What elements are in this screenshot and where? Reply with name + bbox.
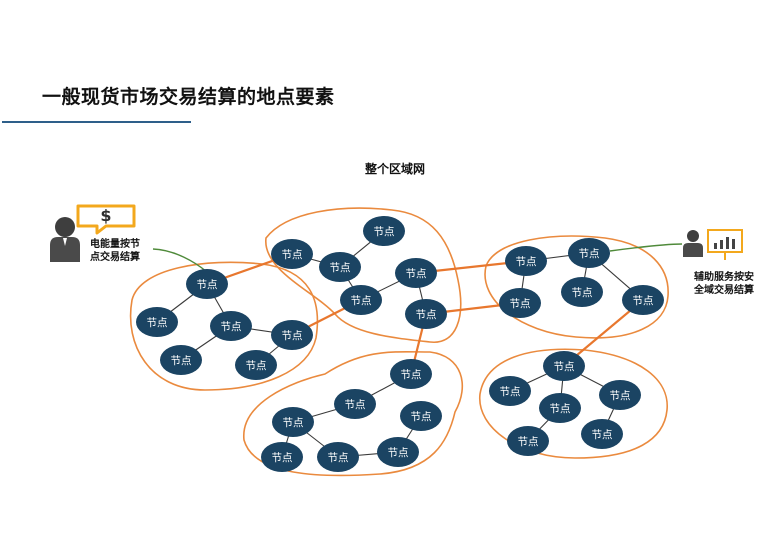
node-label: 节点 bbox=[374, 226, 395, 238]
node-r2-5: 节点 bbox=[405, 299, 447, 329]
node-r5-4: 节点 bbox=[507, 426, 549, 456]
node-r2-2: 节点 bbox=[319, 252, 361, 282]
node-label: 节点 bbox=[246, 360, 267, 372]
svg-text:$: $ bbox=[100, 206, 111, 225]
node-r1-4: 节点 bbox=[160, 345, 202, 375]
node-label: 节点 bbox=[411, 411, 432, 423]
node-label: 节点 bbox=[406, 268, 427, 280]
node-label: 节点 bbox=[579, 248, 600, 260]
node-r1-5: 节点 bbox=[235, 350, 277, 380]
title-underline bbox=[2, 121, 191, 123]
node-label: 节点 bbox=[572, 287, 593, 299]
node-r3-1: 节点 bbox=[568, 238, 610, 268]
right-actor-label-2: 全域交易结算 bbox=[693, 283, 754, 296]
node-label: 节点 bbox=[510, 298, 531, 310]
person-presentation-icon bbox=[683, 229, 743, 260]
node-label: 节点 bbox=[633, 295, 654, 307]
region-outline-r4 bbox=[243, 350, 464, 477]
node-r1-0: 节点 bbox=[186, 269, 228, 299]
node-label: 节点 bbox=[197, 279, 218, 291]
right-actor-link bbox=[609, 243, 683, 252]
node-label: 节点 bbox=[328, 452, 349, 464]
node-r3-0: 节点 bbox=[505, 246, 547, 276]
region-outline-r2 bbox=[265, 207, 462, 343]
diagram-caption: 整个区域网 bbox=[364, 161, 425, 176]
node-r3-2: 节点 bbox=[561, 277, 603, 307]
right-actor-label-1: 辅助服务按安 bbox=[694, 270, 754, 283]
node-r2-3: 节点 bbox=[395, 258, 437, 288]
node-label: 节点 bbox=[516, 256, 537, 268]
node-r5-5: 节点 bbox=[581, 419, 623, 449]
node-label: 节点 bbox=[171, 355, 192, 367]
node-r4-3: 节点 bbox=[400, 401, 442, 431]
node-r1-2: 节点 bbox=[210, 311, 252, 341]
node-r5-0: 节点 bbox=[543, 351, 585, 381]
left-actor-link bbox=[152, 248, 208, 273]
node-label: 节点 bbox=[518, 436, 539, 448]
region-outline-r3 bbox=[484, 235, 669, 339]
node-label: 节点 bbox=[401, 369, 422, 381]
region-outline-r1 bbox=[129, 261, 319, 391]
node-label: 节点 bbox=[550, 403, 571, 415]
node-label: 节点 bbox=[592, 429, 613, 441]
node-label: 节点 bbox=[330, 262, 351, 274]
left-actor-label-1: 电能量按节 bbox=[90, 237, 140, 250]
node-r4-6: 节点 bbox=[377, 437, 419, 467]
node-r5-2: 节点 bbox=[539, 393, 581, 423]
person-money-icon: $ bbox=[50, 204, 136, 262]
node-label: 节点 bbox=[554, 361, 575, 373]
node-r5-3: 节点 bbox=[599, 380, 641, 410]
node-r1-3: 节点 bbox=[271, 320, 313, 350]
node-r4-5: 节点 bbox=[317, 442, 359, 472]
node-label: 节点 bbox=[221, 321, 242, 333]
node-r2-0: 节点 bbox=[363, 216, 405, 246]
node-r3-3: 节点 bbox=[622, 285, 664, 315]
node-label: 节点 bbox=[282, 249, 303, 261]
node-label: 节点 bbox=[147, 317, 168, 329]
node-r2-1: 节点 bbox=[271, 239, 313, 269]
node-label: 节点 bbox=[351, 295, 372, 307]
node-r4-2: 节点 bbox=[272, 407, 314, 437]
node-label: 节点 bbox=[500, 386, 521, 398]
node-label: 节点 bbox=[416, 309, 437, 321]
regions-layer bbox=[129, 207, 669, 477]
node-r4-0: 节点 bbox=[390, 359, 432, 389]
node-r4-1: 节点 bbox=[334, 389, 376, 419]
node-label: 节点 bbox=[272, 452, 293, 464]
node-label: 节点 bbox=[283, 417, 304, 429]
node-r3-4: 节点 bbox=[499, 288, 541, 318]
right-actor: 辅助服务按安 全域交易结算 bbox=[683, 229, 754, 296]
node-label: 节点 bbox=[282, 330, 303, 342]
node-label: 节点 bbox=[388, 447, 409, 459]
node-r4-4: 节点 bbox=[261, 442, 303, 472]
left-actor: $ 电能量按节 点交易结算 bbox=[50, 204, 140, 263]
page-title: 一般现货市场交易结算的地点要素 bbox=[42, 86, 335, 108]
left-actor-label-2: 点交易结算 bbox=[90, 250, 140, 263]
nodes-layer: 节点节点节点节点节点节点节点节点节点节点节点节点节点节点节点节点节点节点节点节点… bbox=[136, 216, 664, 472]
node-label: 节点 bbox=[610, 390, 631, 402]
node-r1-1: 节点 bbox=[136, 307, 178, 337]
node-r2-4: 节点 bbox=[340, 285, 382, 315]
node-label: 节点 bbox=[345, 399, 366, 411]
node-r5-1: 节点 bbox=[489, 376, 531, 406]
